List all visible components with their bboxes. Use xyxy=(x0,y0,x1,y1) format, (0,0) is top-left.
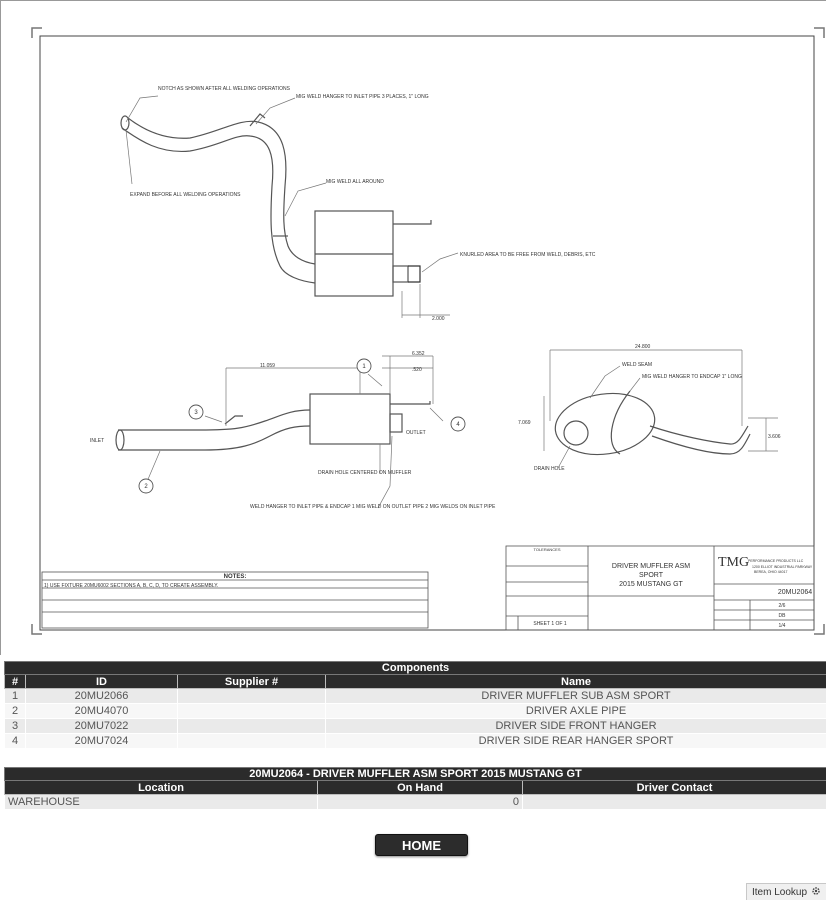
title-block-date: 2/6 xyxy=(779,603,786,609)
title-block-scale: 1/4 xyxy=(779,623,786,629)
engineering-drawing: NOTCH AS SHOWN AFTER ALL WELDING OPERATI… xyxy=(30,26,826,638)
components-table: Components # ID Supplier # Name 1 20MU20… xyxy=(3,661,826,749)
label-outlet: OUTLET xyxy=(406,430,426,436)
notes-heading: NOTES: xyxy=(224,574,247,580)
row-id[interactable]: 20MU2066 xyxy=(25,688,178,704)
balloon-2: 2 xyxy=(144,484,148,490)
callout-notch: NOTCH AS SHOWN AFTER ALL WELDING OPERATI… xyxy=(158,86,291,92)
row-name: DRIVER AXLE PIPE xyxy=(324,703,826,719)
tolerances-label: TOLERANCES xyxy=(533,547,560,552)
col-num[interactable]: # xyxy=(4,674,26,689)
note-1: 1) USE FIXTURE 20MU6002 SECTIONS A, B, C… xyxy=(44,583,218,589)
svg-text:EXPAND BEFORE ALL WELDING OPER: EXPAND BEFORE ALL WELDING OPERATIONS xyxy=(130,192,241,198)
inventory-title: 20MU2064 - DRIVER MUFFLER ASM SPORT 2015… xyxy=(3,767,826,781)
svg-text:MIG WELD HANGER TO ENDCAP 1" L: MIG WELD HANGER TO ENDCAP 1" LONG xyxy=(642,374,742,380)
title-line3: 2015 MUSTANG GT xyxy=(619,581,683,588)
callout-knurled: KNURLED AREA TO BE FREE FROM WELD, DEBRI… xyxy=(460,252,596,258)
table-row[interactable]: 4 20MU7024 DRIVER SIDE REAR HANGER SPORT xyxy=(4,733,826,749)
sheet-label: SHEET 1 OF 1 xyxy=(533,621,566,627)
col-name[interactable]: Name xyxy=(324,674,826,689)
table-row[interactable]: 3 20MU7022 DRIVER SIDE FRONT HANGER xyxy=(4,718,826,734)
side-view xyxy=(115,393,431,451)
svg-text:NOTCH AS SHOWN AFTER ALL WELDI: NOTCH AS SHOWN AFTER ALL WELDING OPERATI… xyxy=(158,86,291,92)
drawing-frame xyxy=(0,0,826,655)
row-id[interactable]: 20MU7022 xyxy=(25,718,178,734)
dim-24800: 24.800 xyxy=(635,344,651,350)
balloon-1: 1 xyxy=(362,364,366,370)
dim-2000: 2.000 xyxy=(432,316,445,322)
row-supplier xyxy=(177,733,326,749)
balloon-3: 3 xyxy=(194,410,198,416)
part-number: 20MU2064 xyxy=(778,589,812,596)
item-lookup-label: Item Lookup xyxy=(752,886,808,898)
end-view xyxy=(554,390,751,456)
home-button[interactable]: HOME xyxy=(375,834,468,856)
callout-weld-hanger-inlet: WELD HANGER TO INLET PIPE & ENDCAP 1 MIG… xyxy=(250,504,496,510)
company-addr1: 1200 ELLIOT INDUSTRIAL PARKWAY xyxy=(752,565,813,569)
item-lookup-button[interactable]: Item Lookup xyxy=(746,883,826,900)
table-row[interactable]: 1 20MU2066 DRIVER MUFFLER SUB ASM SPORT xyxy=(4,688,826,704)
callout-expand: EXPAND BEFORE ALL WELDING OPERATIONS xyxy=(130,192,241,198)
label-inlet: INLET xyxy=(90,438,104,444)
col-driver-contact[interactable]: Driver Contact xyxy=(521,780,826,795)
col-location[interactable]: Location xyxy=(4,780,318,795)
dim-6352: 6.352 xyxy=(412,351,425,357)
svg-text:MIG WELD ALL AROUND: MIG WELD ALL AROUND xyxy=(326,179,384,185)
row-num: 3 xyxy=(4,718,26,734)
title-line2: SPORT xyxy=(639,572,664,579)
row-num: 1 xyxy=(4,688,26,704)
row-id[interactable]: 20MU7024 xyxy=(25,733,178,749)
callout-mig-all: MIG WELD ALL AROUND xyxy=(326,179,384,185)
callout-mig-endcap: MIG WELD HANGER TO ENDCAP 1" LONG xyxy=(642,374,742,380)
title-block-rev: DB xyxy=(779,613,787,619)
row-id[interactable]: 20MU4070 xyxy=(25,703,178,719)
dim-11059: 11.059 xyxy=(260,363,275,369)
svg-text:MIG WELD HANGER TO INLET PIPE: MIG WELD HANGER TO INLET PIPE 3 PLACES, … xyxy=(296,94,429,100)
company-logo: TMG xyxy=(718,555,749,570)
inventory-table: 20MU2064 - DRIVER MUFFLER ASM SPORT 2015… xyxy=(3,767,826,810)
components-title: Components xyxy=(3,661,826,675)
row-supplier xyxy=(177,718,326,734)
row-supplier xyxy=(177,703,326,719)
dim-3606: 3.606 xyxy=(768,434,781,440)
callout-drain-hole: DRAIN HOLE CENTERED ON MUFFLER xyxy=(318,470,412,476)
title-block xyxy=(505,545,815,631)
table-row[interactable]: 2 20MU4070 DRIVER AXLE PIPE xyxy=(4,703,826,719)
title-line1: DRIVER MUFFLER ASM xyxy=(612,563,690,570)
callout-drain-hole-2: DRAIN HOLE xyxy=(534,466,565,472)
row-contact xyxy=(521,794,826,810)
row-name: DRIVER SIDE FRONT HANGER xyxy=(324,718,826,734)
col-supplier[interactable]: Supplier # xyxy=(177,674,326,689)
svg-text:KNURLED AREA TO BE FREE FROM W: KNURLED AREA TO BE FREE FROM WELD, DEBRI… xyxy=(460,252,596,258)
gear-icon xyxy=(811,886,821,899)
row-num: 2 xyxy=(4,703,26,719)
drawing-svg: NOTCH AS SHOWN AFTER ALL WELDING OPERATI… xyxy=(31,27,825,635)
company-addr2: BEREA, OHIO 44017 xyxy=(754,570,788,574)
row-supplier xyxy=(177,688,326,704)
row-name: DRIVER MUFFLER SUB ASM SPORT xyxy=(324,688,826,704)
top-view xyxy=(120,113,432,297)
company-sub: PERFORMANCE PRODUCTS LLC xyxy=(748,559,804,563)
col-id[interactable]: ID xyxy=(25,674,178,689)
row-location: WAREHOUSE xyxy=(4,794,318,810)
balloon-4: 4 xyxy=(456,422,460,428)
row-num: 4 xyxy=(4,733,26,749)
table-row[interactable]: WAREHOUSE 0 xyxy=(4,794,826,810)
dim-7069: 7.069 xyxy=(518,420,531,426)
callout-mig-hanger: MIG WELD HANGER TO INLET PIPE 3 PLACES, … xyxy=(296,94,429,100)
callout-weld-seam: WELD SEAM xyxy=(622,362,652,368)
row-name: DRIVER SIDE REAR HANGER SPORT xyxy=(324,733,826,749)
dim-520: .520 xyxy=(412,367,422,373)
col-on-hand[interactable]: On Hand xyxy=(317,780,523,795)
row-on-hand: 0 xyxy=(317,794,523,810)
